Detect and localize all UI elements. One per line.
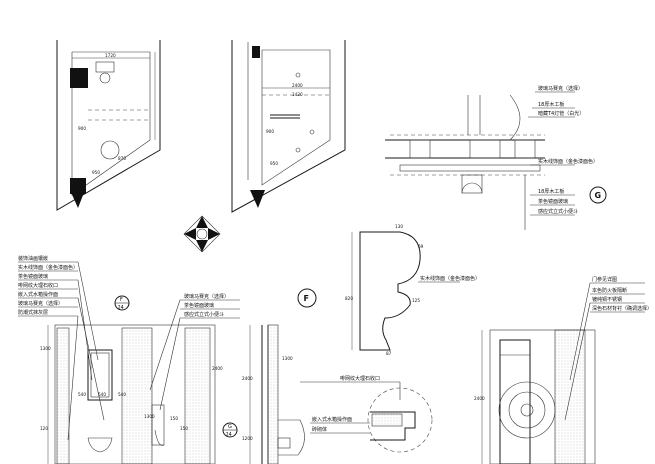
callout-label: 茶色镜面玻璃 [184, 302, 214, 309]
plan1-dim-b: 870 [118, 156, 126, 161]
callout-label: 装饰油画镶嵌 [18, 255, 48, 262]
callout-label: 18厚木工板 [538, 101, 564, 108]
elev-dim: 150 [170, 416, 178, 421]
callout-label: 本色防火板隔断 [592, 287, 627, 294]
callout-label: 玻璃马赛克（选择） [538, 85, 583, 92]
callout-label: 镀纯铜不锈钢 [592, 296, 622, 303]
elev-dim: 120 [40, 426, 48, 431]
callout-label: 茶色镜面玻璃 [538, 198, 568, 205]
plan1-dim-a: 950 [92, 170, 100, 175]
plan2-dim-b: 900 [266, 129, 274, 134]
callout-label: 实木线饰面（金色漆面色） [538, 158, 598, 165]
callout-label: 防潮式抹灰层 [18, 309, 48, 316]
section-detail-top-right: 玻璃马赛克（选择） 18厚木工板 暗藏T4灯管（白光） 实木线饰面（金色漆面色）… [385, 85, 607, 230]
north-compass-icon [183, 215, 221, 253]
callout-label: 茶色镜面玻璃 [18, 273, 48, 280]
callout-label: 玻璃马赛克（选择） [18, 300, 63, 307]
profile-dim-d: 130 [395, 224, 403, 229]
callout-label: 砖砌体 [312, 426, 327, 433]
elev-dim: 540 [118, 392, 126, 397]
marker-f-number: 24 [118, 305, 124, 311]
callout-label: 感应式立式小便斗 [184, 311, 224, 318]
profile-dim-c: 125 [412, 298, 420, 303]
section-dim: 1200 [242, 436, 253, 441]
right-elev-dim: 2400 [474, 396, 485, 401]
callout-label: 感应式立式小便斗 [538, 208, 578, 215]
section-center: 2400 1200 1300 啡网纹大理石收口 嵌入式水箱操作面 砖砌体 [242, 324, 433, 464]
callout-label: 啡网纹大理石收口 [18, 282, 58, 289]
floor-plan-1: 1720 950 870 900 [56, 40, 161, 211]
elev-dim: 150 [180, 426, 188, 431]
callout-label: 暗藏T4灯管（白光） [538, 110, 584, 117]
section-marker-f-large-text: F [304, 294, 309, 303]
profile-dim-a: 69 [418, 244, 424, 249]
callout-label: 18厚木工板 [538, 188, 564, 195]
section-marker-f-large [297, 288, 317, 308]
profile-dim-height: 820 [345, 296, 353, 301]
marker-f-letter: F [120, 297, 123, 303]
plan1-dim-c: 900 [78, 126, 86, 131]
elev-dim: 1300 [40, 346, 51, 351]
elev-dim: 540 [78, 392, 86, 397]
plan2-dim-mid: 1420 [292, 92, 303, 97]
moulding-profile-detail: 820 69 87 125 130 实木线饰面（金色漆面色） F [297, 224, 480, 356]
marker-g-number: 24 [226, 432, 232, 438]
elev-dim: 1300 [144, 414, 155, 419]
callout-label: 深色石材背衬（确调选择） [592, 305, 652, 312]
profile-label: 实木线饰面（金色漆面色） [420, 275, 480, 282]
elevation-right: 2400 门参见详图 本色防火板隔断 镀纯铜不锈钢 深色石材背衬（确调选择） [474, 276, 652, 464]
callout-label: 嵌入式水箱操作面 [312, 416, 352, 423]
section-dim: 1300 [282, 356, 293, 361]
plan2-dim-top: 2400 [292, 83, 303, 88]
callout-label: 嵌入式水箱操作面 [18, 291, 58, 298]
section-dim: 2400 [242, 376, 253, 381]
plan1-dim-top: 1720 [105, 53, 116, 58]
callout-label: 门参见详图 [592, 276, 617, 283]
profile-dim-b: 87 [386, 351, 392, 356]
floor-plan-2: 2400 1420 950 900 [231, 40, 346, 213]
section-marker-g-text: G [595, 191, 602, 200]
elev-dim: 2400 [212, 366, 223, 371]
elev-dim: 540 [98, 392, 106, 397]
section-marker-g [589, 186, 607, 204]
callout-label: 实木线饰面（金色漆面色） [18, 264, 78, 271]
plan2-dim-a: 950 [270, 161, 278, 166]
callout-label: 玻璃马赛克（选择） [184, 293, 229, 300]
marker-g-letter: G [228, 424, 232, 430]
callout-label: 啡网纹大理石收口 [340, 375, 380, 382]
elevation-left: 1300 540 540 540 2400 1300 150 150 120 装… [18, 255, 240, 464]
